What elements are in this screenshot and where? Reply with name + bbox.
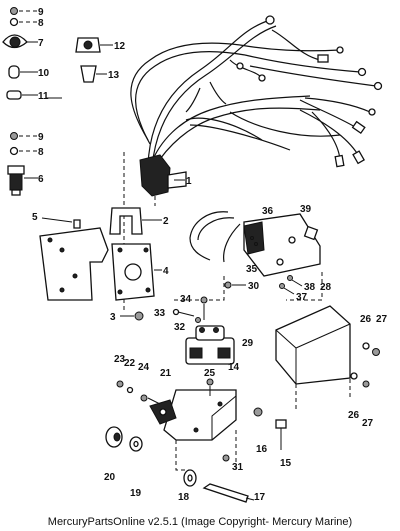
callout-32: 32 xyxy=(174,322,186,333)
callout-25: 25 xyxy=(204,368,216,379)
callout-27-bot: 27 xyxy=(362,418,374,429)
callout-26-top: 26 xyxy=(360,314,372,325)
callout-15: 15 xyxy=(280,458,292,469)
callout-9-top: 9 xyxy=(38,7,44,18)
part-31-washer[interactable] xyxy=(222,454,230,462)
part-15-bolt[interactable] xyxy=(275,419,287,450)
callout-5: 5 xyxy=(32,212,38,223)
callout-24: 24 xyxy=(138,362,150,373)
part-25-screw[interactable] xyxy=(206,378,214,396)
callout-18: 18 xyxy=(178,492,190,503)
part-7-sender[interactable] xyxy=(2,34,38,49)
callout-7: 7 xyxy=(38,38,44,49)
part-20-bushing[interactable] xyxy=(105,426,123,448)
callout-11: 11 xyxy=(38,91,49,102)
callout-6: 6 xyxy=(38,174,44,185)
part-11-fuse[interactable] xyxy=(6,90,38,100)
part-6-switch[interactable] xyxy=(7,165,38,196)
part-9-middle[interactable] xyxy=(10,132,39,140)
part-13-boot[interactable] xyxy=(80,65,107,83)
callout-14: 14 xyxy=(228,362,240,373)
callout-3: 3 xyxy=(110,312,116,323)
part-8-middle[interactable] xyxy=(9,146,39,156)
part-37-screw[interactable] xyxy=(279,283,295,295)
exploded-parts-diagram: 9 8 7 10 11 12 13 9 8 6 1 2 4 5 3 36 39 … xyxy=(2,7,388,503)
part-17-bolt[interactable] xyxy=(202,483,255,503)
callout-16: 16 xyxy=(256,444,268,455)
callout-30: 30 xyxy=(248,281,260,292)
part-3-screw[interactable] xyxy=(120,311,144,321)
callout-1: 1 xyxy=(186,176,192,187)
callout-20: 20 xyxy=(104,472,116,483)
part-22-washer[interactable] xyxy=(126,386,134,394)
callout-39: 39 xyxy=(300,204,312,215)
part-30-screw[interactable] xyxy=(224,281,246,289)
callout-26-bot: 26 xyxy=(348,410,360,421)
part-18-washer[interactable] xyxy=(183,469,197,487)
part-23-nut[interactable] xyxy=(116,380,124,388)
part-2-clip[interactable] xyxy=(109,207,162,235)
callout-23: 23 xyxy=(114,354,126,365)
part-10-plug[interactable] xyxy=(8,65,38,79)
part-27-nut-lower[interactable] xyxy=(362,380,370,388)
part-4-plate[interactable] xyxy=(111,243,162,301)
callout-27-top: 27 xyxy=(376,314,388,325)
callout-10: 10 xyxy=(38,68,50,79)
part-32-nut[interactable] xyxy=(195,317,201,323)
part-26-washer-lower[interactable] xyxy=(350,372,358,380)
callout-36: 36 xyxy=(262,206,274,217)
part-29-solenoid[interactable] xyxy=(185,325,235,365)
callout-29: 29 xyxy=(242,338,254,349)
callout-9-mid: 9 xyxy=(38,132,44,143)
callout-34: 34 xyxy=(180,294,192,305)
part-27-nut-upper[interactable] xyxy=(372,348,380,356)
part-8-top[interactable] xyxy=(9,17,39,27)
part-9-top[interactable] xyxy=(10,7,39,15)
leader-lines xyxy=(46,97,185,181)
callout-8-top: 8 xyxy=(38,18,44,29)
callout-labels: 9 8 7 10 11 12 13 9 8 6 1 2 4 5 3 36 39 … xyxy=(32,7,388,503)
copyright-caption: MercuryPartsOnline v2.5.1 (Image Copyrig… xyxy=(47,516,353,528)
part-21-bracket-mount[interactable] xyxy=(149,399,177,425)
callout-31: 31 xyxy=(232,462,244,473)
part-34-nut[interactable] xyxy=(200,296,208,320)
part-26-washer-upper[interactable] xyxy=(362,342,370,350)
callout-33: 33 xyxy=(154,308,166,319)
callout-22: 22 xyxy=(124,358,136,369)
part-24-screw[interactable] xyxy=(140,394,161,405)
callout-8-mid: 8 xyxy=(38,147,44,158)
part-16-nut[interactable] xyxy=(253,407,263,417)
part-5-bracket[interactable] xyxy=(39,217,109,301)
part-38-screw[interactable] xyxy=(287,275,303,287)
callout-38: 38 xyxy=(304,282,316,293)
part-35-module[interactable] xyxy=(243,213,321,277)
callout-12: 12 xyxy=(114,41,126,52)
part-19-washer[interactable] xyxy=(129,436,143,452)
part-12-oil-sender[interactable] xyxy=(75,37,113,53)
callout-17: 17 xyxy=(254,492,266,503)
callout-37: 37 xyxy=(296,292,308,303)
callout-21: 21 xyxy=(160,368,172,379)
callout-2: 2 xyxy=(163,216,169,227)
part-33-nut[interactable] xyxy=(172,308,195,317)
wiring-harness[interactable] xyxy=(130,15,383,197)
part-14-bracket[interactable] xyxy=(163,389,237,441)
callout-13: 13 xyxy=(108,70,120,81)
part-28-cover[interactable] xyxy=(275,305,351,385)
callout-28: 28 xyxy=(320,282,332,293)
callout-19: 19 xyxy=(130,488,142,499)
part-39-cap[interactable] xyxy=(303,225,319,241)
callout-35: 35 xyxy=(246,264,258,275)
callout-4: 4 xyxy=(163,266,169,277)
part-36-wires[interactable] xyxy=(189,211,241,263)
